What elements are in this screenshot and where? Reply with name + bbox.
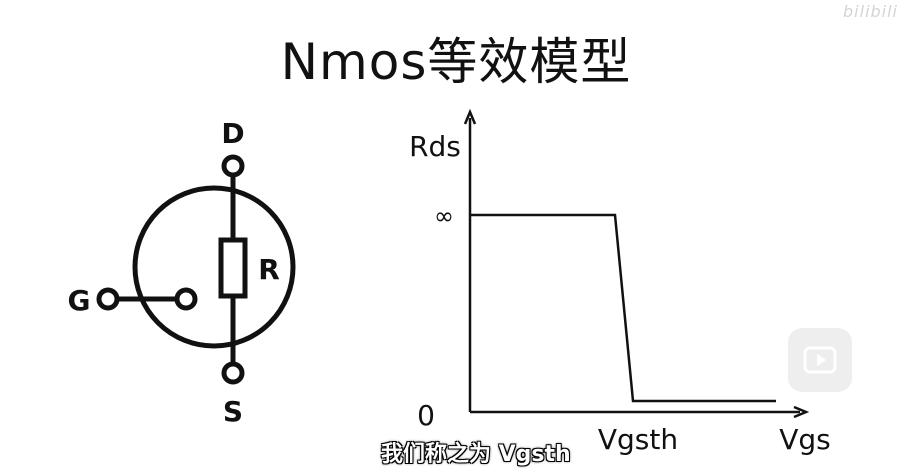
play-button[interactable] — [788, 328, 852, 392]
page-title: Nmos等效模型 — [280, 33, 632, 91]
bilibili-watermark: bilibili — [843, 2, 898, 21]
resistor-label: R — [258, 253, 280, 286]
source-label: S — [223, 395, 243, 428]
gate-terminal-inner — [174, 287, 198, 311]
drain-label: D — [221, 117, 244, 150]
source-terminal — [221, 361, 245, 385]
gate-label: G — [68, 284, 91, 317]
y-axis-arrow — [463, 108, 477, 125]
x-axis-arrow — [793, 405, 810, 419]
device-circle — [132, 185, 296, 349]
y-tick-infinity: ∞ — [434, 202, 454, 230]
rds-vgs-graph — [463, 108, 810, 419]
x-tick-vgsth: Vgsth — [598, 423, 678, 456]
rds-curve — [470, 213, 776, 403]
x-axis-label: Vgs — [779, 423, 831, 456]
y-axis-label: Rds — [409, 130, 461, 163]
video-subtitle: 我们称之为 Vgsth — [381, 442, 571, 467]
nmos-symbol — [96, 154, 296, 385]
gate-terminal-outer — [96, 287, 120, 311]
y-tick-zero: 0 — [417, 399, 435, 432]
drain-terminal — [221, 154, 245, 178]
play-icon — [803, 346, 837, 374]
resistor-body — [218, 237, 248, 299]
